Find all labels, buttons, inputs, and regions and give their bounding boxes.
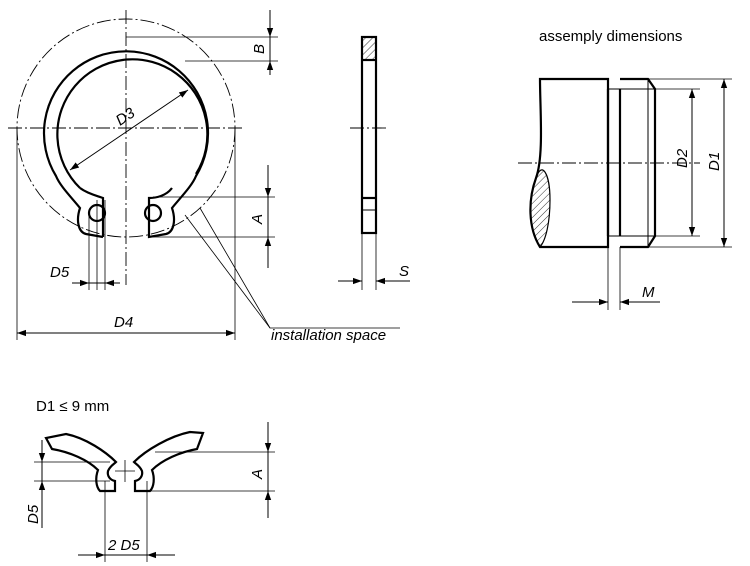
assembly-view: assemply dimensions D2 D1 M: [518, 28, 732, 310]
d1-label: D1: [706, 152, 723, 171]
circlip-front-view: D3 B A D5 D4 installation space: [8, 10, 400, 344]
d5-top-label: D5: [50, 264, 70, 281]
right-lug-hole: [143, 203, 163, 223]
b-label: B: [251, 44, 268, 54]
d4-label: D4: [114, 314, 133, 331]
small-d5-label: D5: [25, 504, 42, 524]
small-ring-detail: D1 ≤ 9 mm A D5 2 D5: [25, 398, 275, 562]
circlip-side-view: S: [338, 35, 410, 290]
installation-space-leader-2: [184, 214, 271, 329]
side-view-body: [360, 35, 378, 235]
m-label: M: [642, 284, 655, 301]
s-label: S: [399, 263, 409, 280]
ring-inner-contour-left: [79, 187, 105, 237]
shaft-right-part: [620, 77, 657, 249]
ring-inner-contour: [56, 58, 209, 189]
small-2d5-label: 2 D5: [107, 537, 140, 554]
small-a-label: A: [249, 469, 266, 480]
d3-dimension-line: [69, 89, 189, 171]
ring-outer-contour: [42, 50, 210, 239]
shaft-break-hatch: [529, 169, 551, 249]
small-left-lug: [44, 432, 118, 493]
side-view-hatch-top: [361, 36, 377, 61]
d2-label: D2: [674, 148, 691, 168]
small-right-lug: [132, 430, 205, 493]
assembly-title: assemply dimensions: [539, 28, 682, 45]
a-top-label: A: [249, 214, 266, 225]
small-ring-title: D1 ≤ 9 mm: [36, 398, 109, 415]
installation-space-leader: [199, 207, 400, 329]
installation-space-label: installation space: [271, 327, 386, 344]
